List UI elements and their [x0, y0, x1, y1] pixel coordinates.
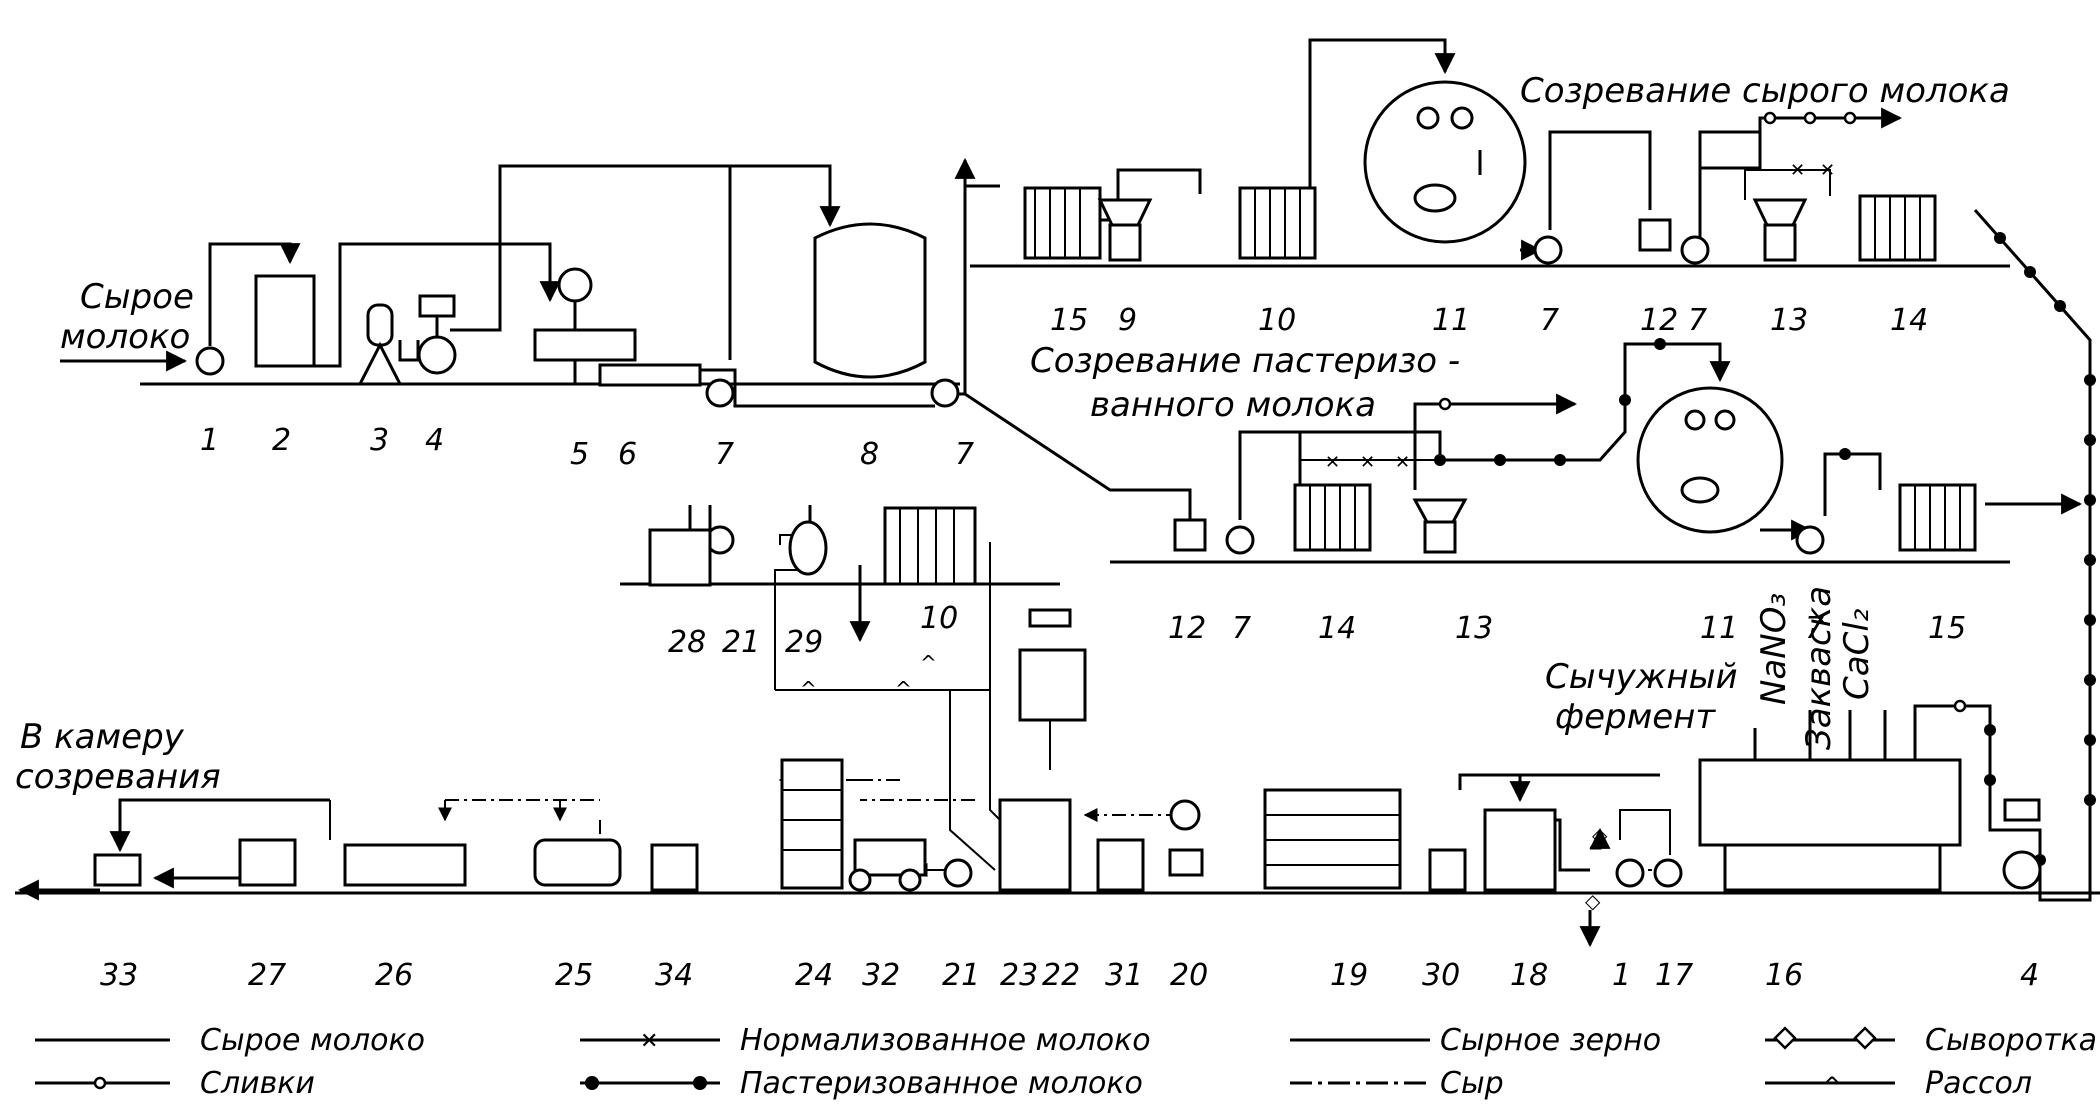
- legend-label: Сырое молоко: [200, 1023, 425, 1058]
- eq-num: 16: [1765, 958, 1803, 993]
- eq-num: 3: [370, 423, 389, 458]
- eq-num: 30: [1422, 958, 1460, 993]
- legend-label: Сырное зерно: [1440, 1023, 1661, 1058]
- svg-text:✕: ✕: [1325, 452, 1340, 473]
- eq-num: 6: [618, 437, 637, 472]
- svg-text:✕: ✕: [1790, 160, 1805, 181]
- svg-text:✕: ✕: [1360, 452, 1375, 473]
- rennet-label-line1: Сычужный: [1545, 657, 1738, 697]
- eq-num: 4: [2020, 958, 2039, 993]
- svg-text:✕: ✕: [1820, 160, 1835, 181]
- equipment: [93, 80, 2042, 892]
- eq-num: 22: [1042, 958, 1080, 993]
- eq-num: 11: [1432, 303, 1470, 338]
- eq-num: 12: [1168, 611, 1206, 646]
- nano3-label: NaNO₃: [1754, 593, 1794, 705]
- eq-num: 21: [942, 958, 980, 993]
- eq-num: 33: [100, 958, 138, 993]
- rennet-label-line2: фермент: [1555, 697, 1716, 737]
- eq-num: 13: [1770, 303, 1808, 338]
- eq-num: 15: [1050, 303, 1088, 338]
- eq-num: 34: [655, 958, 693, 993]
- eq-num: 7: [1540, 303, 1559, 338]
- legend: Сырое молоко Сливки ✕ Нормализованное мо…: [35, 1023, 2097, 1101]
- legend-label: Сливки: [200, 1066, 315, 1101]
- eq-num: 10: [920, 601, 958, 636]
- svg-text:✕: ✕: [1395, 452, 1410, 473]
- eq-num: 27: [248, 958, 286, 993]
- starter-label: Закваска: [1799, 586, 1839, 750]
- eq-num: 23: [1000, 958, 1038, 993]
- eq-num: 25: [555, 958, 593, 993]
- eq-num: 10: [1258, 303, 1296, 338]
- eq-num: 21: [722, 625, 760, 660]
- svg-text:✕: ✕: [640, 1029, 658, 1054]
- eq-num: 11: [1700, 611, 1738, 646]
- eq-num: 24: [795, 958, 833, 993]
- svg-text:◇: ◇: [1585, 889, 1601, 913]
- process-labels: Сырое молоко Созревание сырого молока Со…: [15, 71, 2010, 797]
- eq-num: 32: [862, 958, 900, 993]
- eq-num: 28: [668, 625, 706, 660]
- ripening-raw-label: Созревание сырого молока: [1520, 71, 2010, 111]
- eq-num: 31: [1105, 958, 1143, 993]
- cacl2-label: CaCl₂: [1837, 608, 1877, 700]
- eq-num: 1: [200, 423, 219, 458]
- svg-text:◇: ◇: [1592, 823, 1608, 847]
- eq-num: 12: [1640, 303, 1678, 338]
- eq-num: 14: [1318, 611, 1356, 646]
- svg-text:^: ^: [920, 651, 937, 675]
- to-chamber-label-line2: созревания: [15, 757, 221, 797]
- eq-num: 7: [1688, 303, 1707, 338]
- eq-num: 18: [1510, 958, 1548, 993]
- eq-num: 2: [272, 423, 291, 458]
- eq-num: 13: [1455, 611, 1493, 646]
- svg-text:^: ^: [1822, 1072, 1842, 1100]
- eq-num: 5: [570, 437, 589, 472]
- eq-num: 19: [1330, 958, 1368, 993]
- to-chamber-label-line1: В камеру: [20, 717, 185, 757]
- eq-num: 1: [1612, 958, 1631, 993]
- ripening-past-label-line2: ванного молока: [1090, 385, 1376, 425]
- eq-num: 14: [1890, 303, 1928, 338]
- equipment-numbers: 1 2 3 4 5 6 7 8 7 15 9 10 11 7 12 7 13 1…: [100, 303, 2039, 993]
- raw-milk-label-line1: Сырое: [80, 277, 194, 317]
- eq-num: 4: [425, 423, 444, 458]
- ripening-past-label-line1: Созревание пастеризо -: [1030, 341, 1460, 381]
- eq-num: 7: [1232, 611, 1251, 646]
- eq-num: 26: [375, 958, 413, 993]
- legend-label: Пастеризованное молоко: [740, 1066, 1143, 1101]
- eq-num: 7: [715, 437, 734, 472]
- eq-num: 29: [785, 625, 823, 660]
- eq-num: 17: [1655, 958, 1693, 993]
- svg-text:^: ^: [895, 677, 912, 701]
- eq-num: 15: [1928, 611, 1966, 646]
- legend-label: Сыворотка: [1925, 1023, 2097, 1058]
- legend-label: Сыр: [1440, 1066, 1504, 1101]
- legend-label: Рассол: [1925, 1066, 2032, 1101]
- eq-num: 7: [955, 437, 974, 472]
- svg-text:^: ^: [800, 677, 817, 701]
- eq-num: 7: [1805, 611, 1824, 646]
- pump-icon: [195, 235, 1825, 888]
- raw-milk-label-line2: молоко: [60, 317, 190, 357]
- eq-num: 20: [1170, 958, 1208, 993]
- legend-label: Нормализованное молоко: [740, 1023, 1151, 1058]
- eq-num: 8: [860, 437, 879, 472]
- eq-num: 9: [1118, 303, 1137, 338]
